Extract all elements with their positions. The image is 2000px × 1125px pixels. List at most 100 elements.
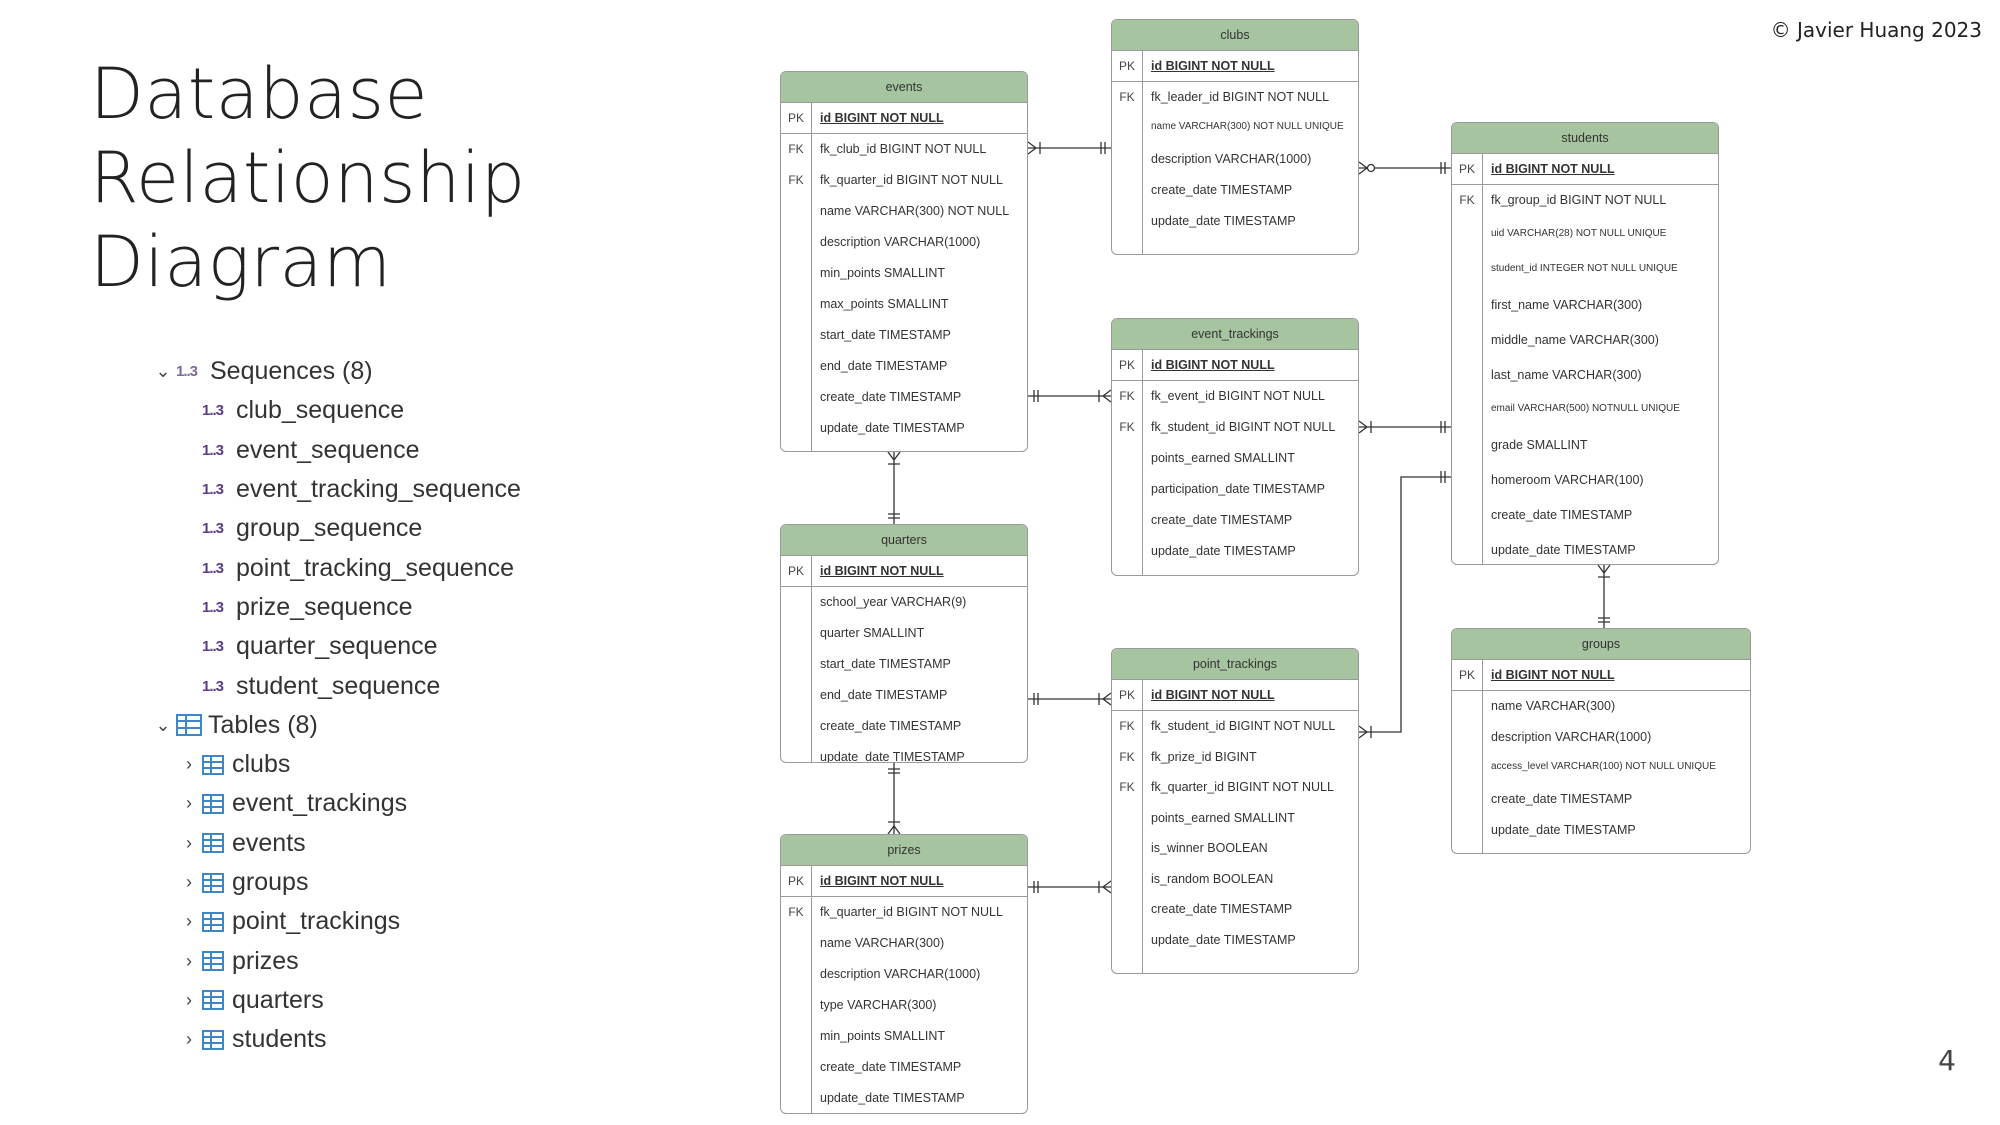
chevron-right-icon[interactable]: ›	[186, 989, 192, 1010]
tree-item-table[interactable]: ›clubs	[150, 745, 521, 784]
title-line: Relationship	[90, 137, 526, 219]
entity-field: name VARCHAR(300)	[820, 936, 945, 950]
tree-item-table[interactable]: ›point_trackings	[150, 902, 521, 941]
fk-tag: FK	[1119, 749, 1135, 764]
column-divider	[1482, 691, 1483, 853]
entity-field: fk_quarter_id BIGINT NOT NULL	[820, 173, 1003, 187]
table-icon	[202, 833, 224, 854]
primary-key-field: id BIGINT NOT NULL	[1491, 162, 1615, 176]
chevron-down-icon[interactable]: ⌄	[155, 714, 171, 735]
entity-field: update_date TIMESTAMP	[1151, 932, 1296, 947]
tree-item-table[interactable]: › students	[150, 1020, 521, 1059]
entity-field: min_points SMALLINT	[820, 1029, 946, 1043]
chevron-right-icon[interactable]: ›	[186, 1029, 192, 1050]
table-icon	[202, 793, 224, 814]
many-marker	[1098, 880, 1112, 894]
fk-tag: FK	[1119, 90, 1135, 104]
tree-item-table[interactable]: ›events	[150, 824, 521, 863]
chevron-right-icon[interactable]: ›	[186, 754, 192, 775]
table-icon	[202, 951, 224, 972]
tree-label: prize_sequence	[236, 592, 413, 621]
tree-item-table[interactable]: › quarters	[150, 981, 521, 1020]
entity-field: fk_quarter_id BIGINT NOT NULL	[1151, 780, 1334, 794]
page-number: 4	[1938, 1044, 1956, 1077]
tree-label: event_trackings	[232, 789, 408, 818]
entity-field: fk_quarter_id BIGINT NOT NULL	[820, 905, 1003, 919]
entity-field: create_date TIMESTAMP	[1151, 183, 1293, 197]
entity-field: min_points SMALLINT	[820, 266, 946, 280]
tree-node-tables[interactable]: ⌄ Tables (8)	[150, 706, 521, 745]
one-marker	[1033, 881, 1039, 893]
pk-tag: PK	[1458, 162, 1475, 176]
column-divider	[811, 556, 812, 586]
entity-field: end_date TIMESTAMP	[820, 359, 948, 373]
one-marker	[1598, 617, 1610, 623]
tree-label: group_sequence	[236, 514, 423, 543]
entity-field: is_random BOOLEAN	[1151, 871, 1274, 886]
entity-field: name VARCHAR(300) NOT NULL UNIQUE	[1151, 121, 1344, 132]
entity-field: create_date TIMESTAMP	[1151, 513, 1293, 527]
entity-header: groups	[1452, 629, 1750, 660]
sequence-icon: 1..3	[202, 441, 224, 459]
tree-label: Tables (8)	[208, 710, 318, 739]
page-title: Database Relationship Diagram	[90, 52, 526, 304]
tree-item-table[interactable]: › groups	[150, 863, 521, 902]
primary-key-row: PK id BIGINT NOT NULL	[1452, 154, 1718, 185]
pk-tag: PK	[787, 111, 804, 125]
tree-item-table[interactable]: › event_trackings	[150, 784, 521, 823]
tree-label: quarters	[232, 985, 324, 1014]
chevron-down-icon[interactable]: ⌄	[155, 361, 171, 382]
many-marker	[887, 451, 901, 465]
entity-field: description VARCHAR(1000)	[1151, 152, 1312, 166]
tree-label: students	[232, 1025, 327, 1054]
primary-key-field: id BIGINT NOT NULL	[820, 111, 944, 125]
column-divider	[1142, 711, 1143, 973]
chevron-right-icon[interactable]: ›	[186, 832, 192, 853]
chevron-right-icon[interactable]: ›	[186, 950, 192, 971]
column-divider	[811, 134, 812, 451]
pk-tag: PK	[787, 564, 804, 578]
entity-field: description VARCHAR(1000)	[820, 967, 981, 981]
one-marker	[888, 513, 900, 519]
column-divider	[1482, 660, 1483, 690]
tree-label: groups	[232, 868, 309, 896]
entity-header: point_trackings	[1112, 649, 1358, 680]
entity-field: name VARCHAR(300) NOT NULL	[820, 204, 1010, 218]
sequence-icon: 1..3	[176, 363, 198, 381]
one-marker	[1033, 693, 1039, 705]
many-marker	[887, 821, 901, 835]
tree-item-table[interactable]: ›prizes	[150, 941, 521, 980]
pk-tag: PK	[1118, 59, 1135, 73]
chevron-right-icon[interactable]: ›	[186, 911, 192, 932]
entity-field: is_winner BOOLEAN	[1151, 841, 1268, 855]
chevron-right-icon[interactable]: ›	[186, 872, 192, 892]
fk-tag: FK	[788, 905, 804, 919]
entity-field: description VARCHAR(1000)	[1491, 730, 1652, 744]
entity-field: type VARCHAR(300)	[820, 998, 937, 1012]
entity-field: access_level VARCHAR(100) NOT NULL UNIQU…	[1491, 761, 1716, 772]
sequence-icon: 1..3	[202, 402, 224, 420]
pk-tag: PK	[1118, 688, 1135, 702]
entity-field: update_date TIMESTAMP	[1491, 543, 1636, 557]
chevron-right-icon[interactable]: ›	[186, 793, 192, 814]
